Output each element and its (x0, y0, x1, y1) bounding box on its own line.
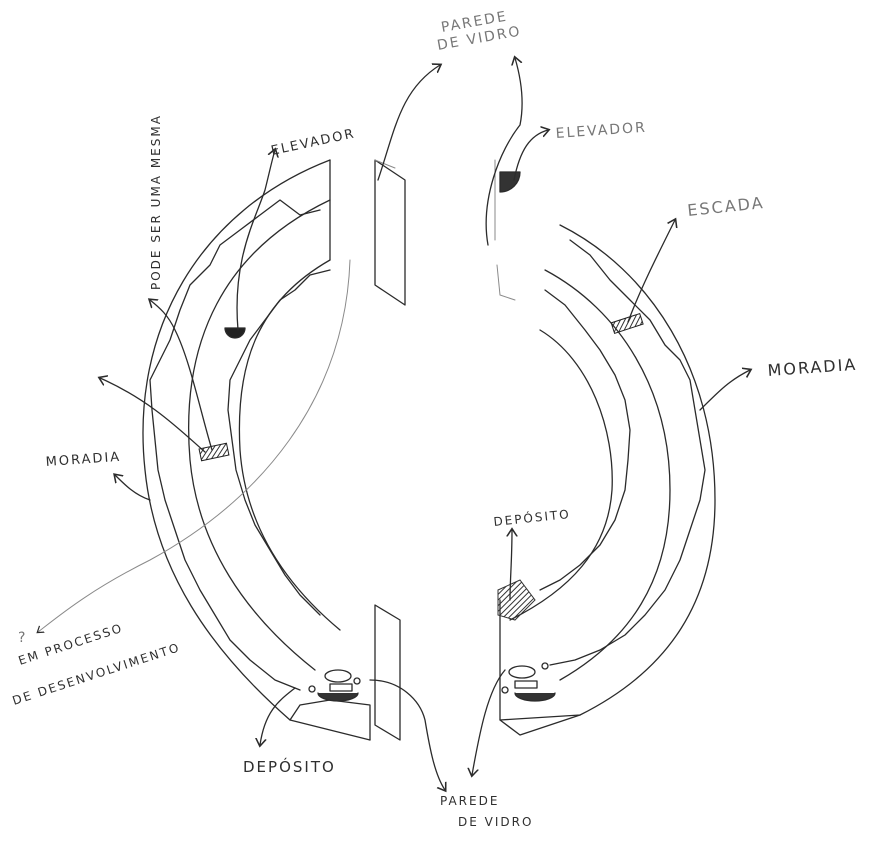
arrow-storage-left (260, 687, 296, 745)
left-elevator-shape (224, 327, 246, 339)
elevator-left-label: ELEVADOR (270, 126, 357, 159)
leader-lines (38, 58, 750, 790)
left-unit-stepping-inner (227, 269, 331, 616)
arrow-stair-left (100, 378, 206, 453)
storage-left-label: DEPÓSITO (243, 757, 336, 776)
glass-wall-bottom-panel (374, 604, 401, 741)
arrow-dwelling-right (699, 370, 750, 411)
question-mark: ? (18, 630, 27, 646)
arrow-glass-bottom (369, 679, 445, 790)
in-progress-label-1: EM PROCESSO (17, 621, 125, 668)
left-ring-cap-bottom (289, 699, 371, 741)
right-outer-wall (499, 224, 716, 721)
arrow-glass-top-right (485, 58, 523, 246)
right-unit-stepping-inner (539, 289, 631, 591)
arrow-elevator-left (236, 150, 275, 331)
right-unit-stepping-outer (549, 239, 706, 666)
arrow-storage-right-bottom (472, 669, 506, 775)
glass-wall-bottom-label-1: PAREDE (440, 794, 499, 808)
elevator-right-label: ELEVADOR (555, 120, 647, 142)
left-ring-building (142, 159, 371, 741)
arrow-stair-right (627, 220, 675, 323)
arrow-storage-right-top (510, 530, 512, 601)
arrow-question (38, 259, 351, 632)
left-stair-shape (198, 442, 230, 462)
left-middle-wall (188, 199, 331, 671)
left-inner-wall (238, 259, 341, 631)
dwelling-right-label: MORADIA (767, 355, 858, 380)
right-storage-symbols (501, 662, 556, 702)
left-storage-symbols (308, 669, 361, 702)
arrow-dwelling-left (115, 475, 151, 501)
right-elevator-shape (499, 171, 521, 193)
right-stair-shape (610, 312, 644, 334)
left-unit-stepping-outer (149, 199, 321, 691)
note-vertical-label: PODE SER UMA MESMA (149, 114, 163, 290)
left-outer-wall (142, 159, 371, 741)
arrow-note-vertical (150, 300, 213, 451)
glass-wall-top-panel (374, 159, 406, 306)
dwelling-left-label: MORADIA (45, 450, 121, 470)
stair-right-label: ESCADA (686, 193, 765, 220)
arrow-glass-top (377, 65, 440, 181)
right-storage-hatch (497, 579, 536, 621)
right-faint-mid-line (496, 264, 516, 301)
right-inner-wall (509, 329, 613, 621)
glass-wall-bottom-label-2: DE VIDRO (458, 815, 533, 829)
right-middle-wall (544, 269, 671, 681)
storage-right-label: DEPÓSITO (493, 506, 572, 529)
right-ring-cap-bottom (499, 599, 581, 736)
arrow-elevator-right (513, 130, 548, 181)
right-ring-building (494, 159, 716, 736)
